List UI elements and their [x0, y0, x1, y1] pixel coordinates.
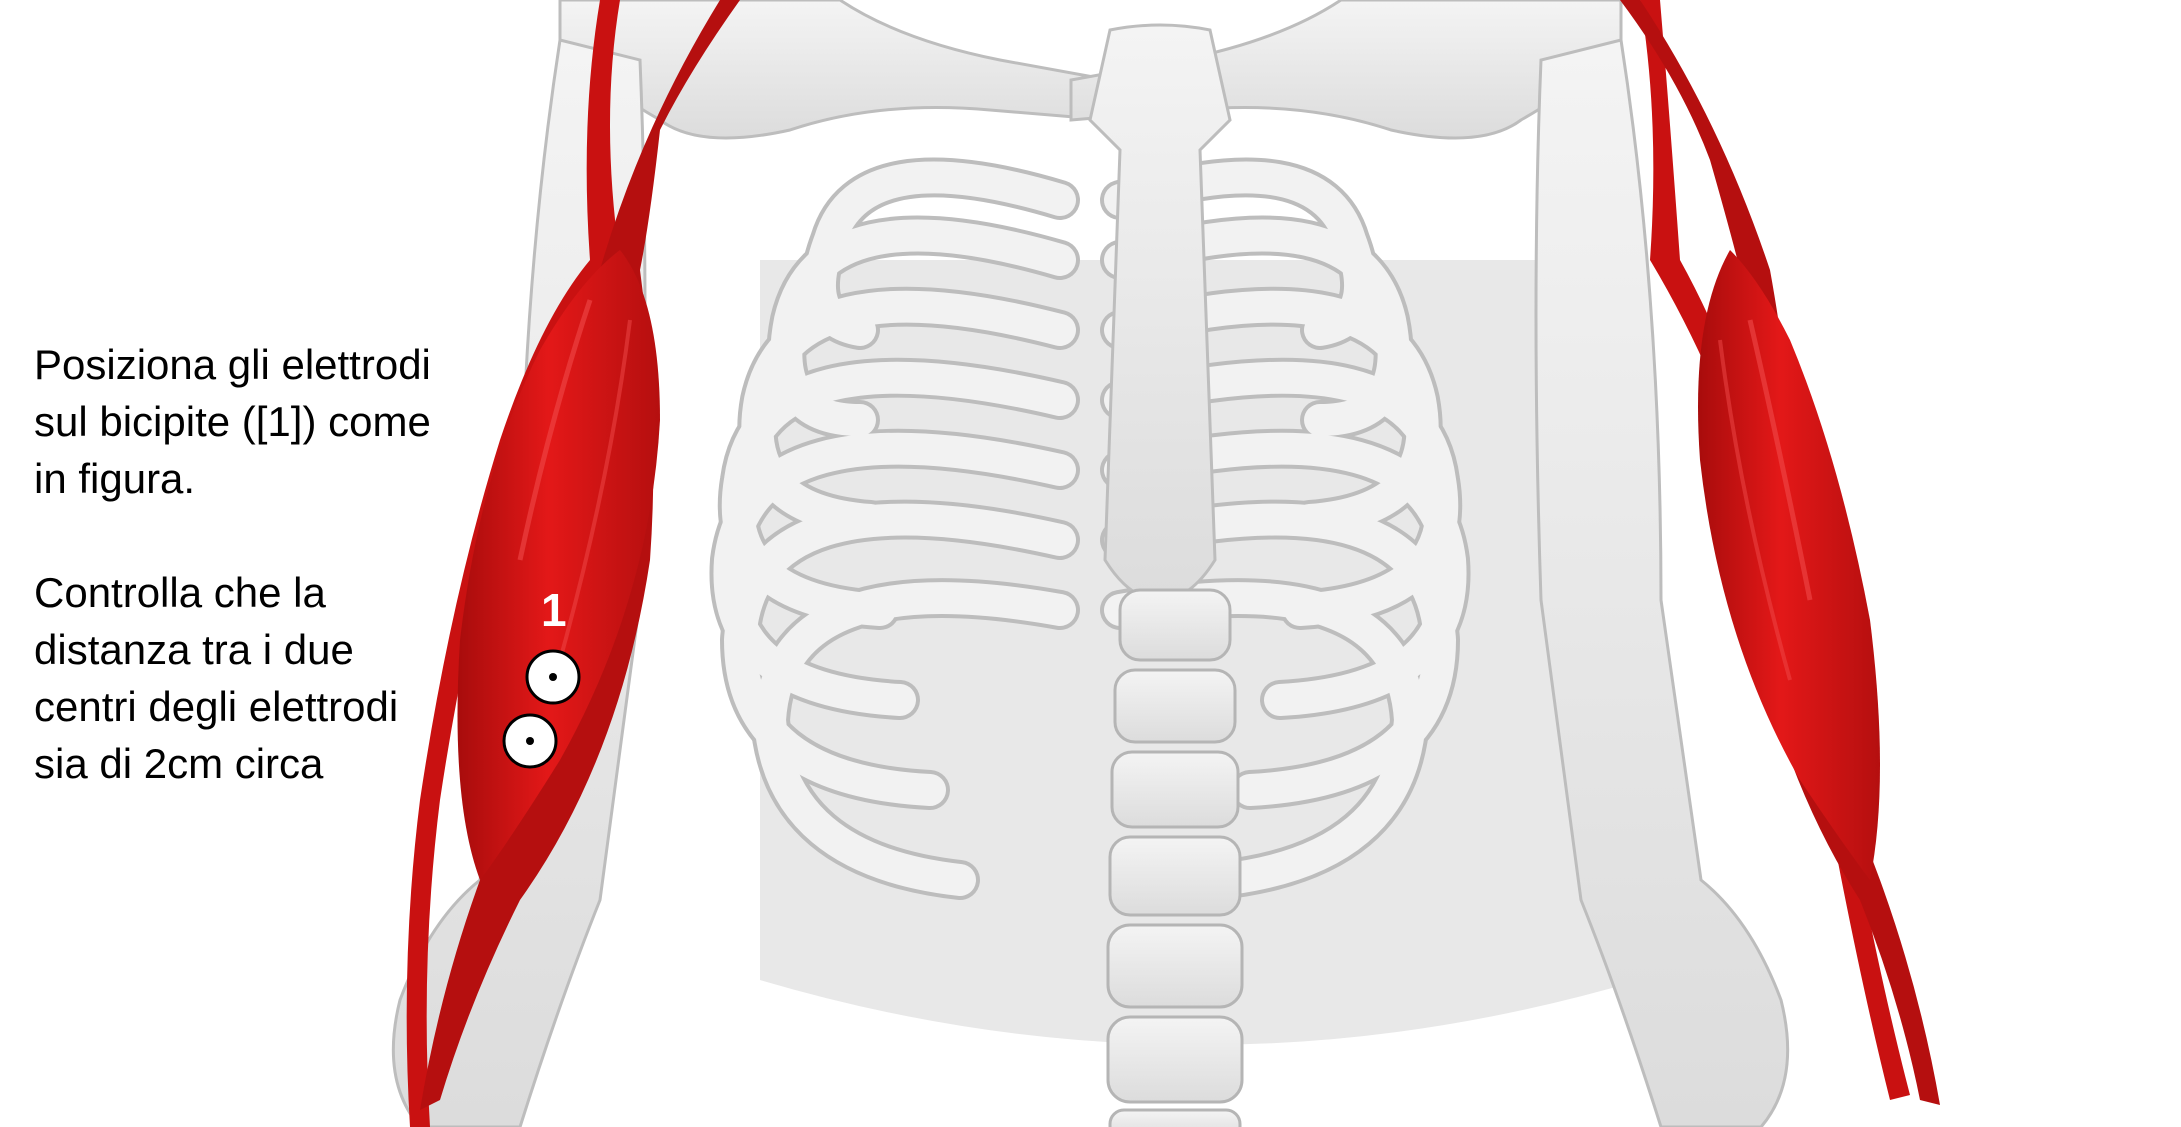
biceps-right	[1620, 0, 1940, 1105]
electrode-icon	[525, 649, 581, 705]
ribs	[709, 157, 1471, 900]
placement-instruction: Posiziona gli elettrodi sul bicipite ([1…	[34, 341, 431, 502]
electrode-pair	[502, 649, 581, 769]
instructions-text: Posiziona gli elettrodi sul bicipite ([1…	[34, 336, 454, 792]
electrode-label: 1	[541, 584, 567, 636]
distance-instruction: Controlla che la distanza tra i due cent…	[34, 569, 399, 787]
biceps-left	[406, 0, 740, 1127]
sternum	[1088, 23, 1232, 602]
electrode-icon	[502, 713, 558, 769]
spine	[1106, 588, 1244, 1127]
